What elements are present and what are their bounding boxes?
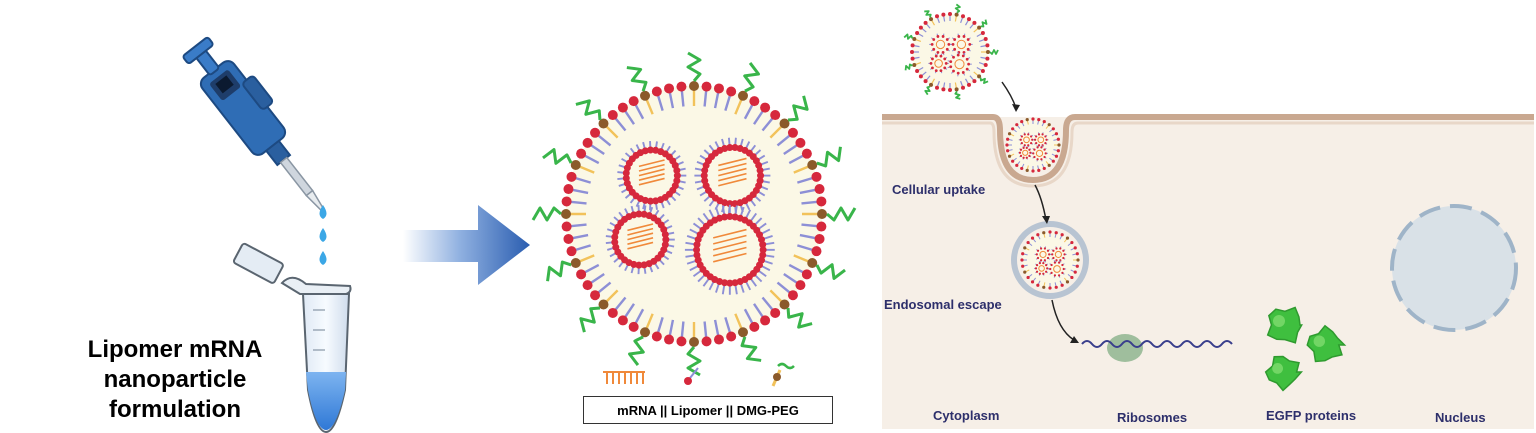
nanoparticle-outside [903,3,999,100]
formulation-label-line2: nanoparticle formulation [103,366,247,423]
legend-peg-icon [771,362,795,387]
label-cytoplasm: Cytoplasm [933,408,1000,423]
formulation-label: Lipomer mRNA nanoparticle formulation [40,335,310,425]
flow-arrows [1001,81,1079,343]
formulation-label-line1: Lipomer mRNA [87,336,263,363]
nucleus-icon [1390,204,1518,332]
nanoparticle-uptake [1005,117,1061,173]
endosome [1011,221,1089,299]
droplets-icon [319,205,327,265]
legend-lipomer-icon [684,367,699,385]
label-nucleus: Nucleus [1435,410,1486,425]
legend-mrna-icon [603,371,645,384]
pipette-icon [182,36,327,214]
label-endosomal-escape: Endosomal escape [884,297,1002,312]
process-arrow [403,205,530,285]
label-ribosomes: Ribosomes [1117,410,1188,425]
legend-text: mRNA || Lipomer || DMG-PEG [617,402,799,418]
ribosome-icon [1081,334,1233,362]
tube-icon [232,242,352,433]
label-cellular-uptake: Cellular uptake [892,182,986,197]
nanoparticle-endosome [1020,230,1080,290]
lipomer-nanoparticle [531,51,857,377]
legend-box: mRNA || Lipomer || DMG-PEG [583,396,833,424]
label-egfp-proteins: EGFP proteins [1266,408,1357,423]
egfp-protein-icon [1264,306,1347,392]
